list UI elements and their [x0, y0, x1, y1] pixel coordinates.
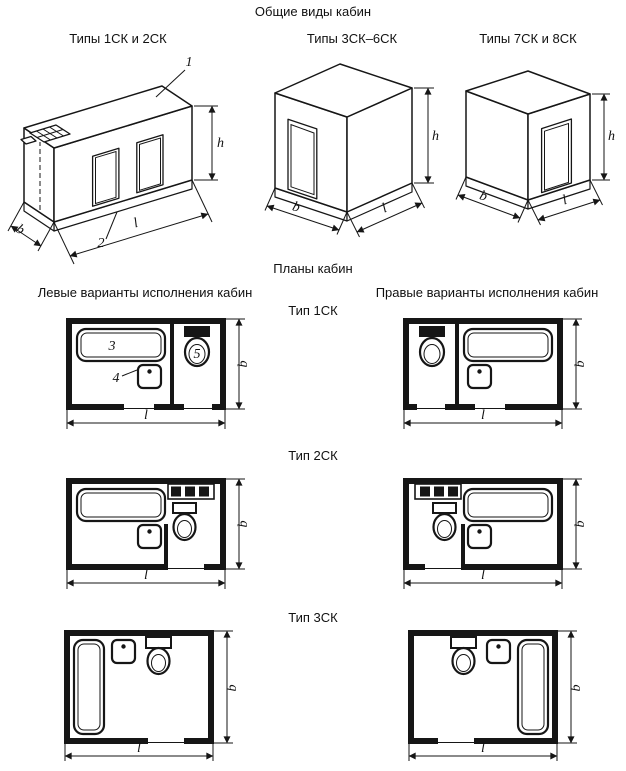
view1-title: Типы 1СК и 2СК [69, 31, 167, 46]
callout-1-leader [155, 69, 186, 98]
dim-b-label: b [236, 361, 251, 368]
callout-5: 5 [194, 347, 201, 362]
dim-b-label: b [569, 685, 584, 692]
door-opening-2 [136, 134, 164, 194]
callout-2-leader [105, 211, 118, 240]
plan-3sk-left: b l [62, 628, 240, 766]
cabin-top-face [274, 63, 413, 118]
cabin-mirrored [401, 316, 565, 412]
dim-l [346, 182, 425, 238]
door-frame [544, 122, 569, 191]
dim-l-label: l [481, 568, 485, 583]
door-frame [290, 123, 315, 196]
dim-b-label: b [236, 521, 251, 528]
dim-l-label: l [144, 568, 148, 583]
right-variants-header: Правые варианты исполнения кабин [375, 285, 599, 300]
dim-l [53, 179, 213, 265]
dim-h [414, 87, 434, 184]
door-opening [287, 118, 318, 200]
dim-l-label: l [561, 193, 569, 209]
dim-h-label: h [608, 129, 615, 144]
cabin [64, 316, 228, 412]
dim-h [194, 105, 218, 181]
dim-b-label: b [477, 188, 489, 204]
cabin [64, 476, 228, 572]
dim-b [264, 187, 348, 235]
dim-b [7, 201, 55, 252]
callout-4-leader [121, 369, 138, 377]
dim-l-label: l [481, 741, 485, 756]
dim-b-label: b [290, 199, 301, 215]
plan-3sk-right: b l [406, 628, 584, 766]
dim-l [527, 179, 603, 226]
row2-type-label: Тип 2СК [288, 448, 338, 463]
cabin-mirrored [401, 476, 565, 572]
cabin [62, 628, 216, 746]
dim-l-label: l [132, 216, 140, 232]
dim-h-label: h [432, 129, 439, 144]
dim-b [455, 176, 529, 223]
isometric-view-3sk-6sk: h b l [264, 63, 439, 238]
dim-l-label: l [481, 408, 485, 423]
door-frame-1 [95, 150, 117, 205]
dim-l-label: l [144, 408, 148, 423]
dim-b-label: b [225, 685, 240, 692]
callout-2: 2 [98, 236, 105, 251]
callout-1: 1 [186, 55, 193, 70]
dim-h [592, 93, 610, 181]
plan-2sk-right: b l [401, 476, 588, 600]
cabin-mirrored [406, 628, 560, 746]
door-opening [540, 118, 573, 194]
row3-type-label: Тип 3СК [288, 610, 338, 625]
page-title: Общие виды кабин [254, 4, 372, 19]
isometric-view-7sk-8sk: h b l [455, 70, 615, 226]
callout-3: 3 [108, 339, 116, 354]
isometric-view-1sk-2sk: 1 2 h l b [7, 55, 224, 265]
dim-b-label: b [573, 361, 588, 368]
plan-1sk-right: b l [401, 316, 588, 440]
plan-1sk-left: 3 4 5 b l [64, 316, 251, 440]
dim-b-label: b [573, 521, 588, 528]
left-variants-header: Левые варианты исполнения кабин [37, 285, 253, 300]
plans-title: Планы кабин [273, 261, 353, 276]
row1-type-label: Тип 1СК [288, 303, 338, 318]
roof-vent-panel [20, 124, 71, 145]
door-frame-2 [139, 137, 161, 191]
callout-4: 4 [113, 371, 120, 386]
dim-l-label: l [380, 201, 390, 216]
dim-l-label: l [137, 741, 141, 756]
plan-2sk-left: b l [64, 476, 251, 600]
cabin-top-face [465, 70, 591, 115]
door-opening-1 [91, 147, 120, 207]
view2-title: Типы 3СК–6СК [306, 31, 398, 46]
view3-title: Типы 7СК и 8СК [479, 31, 577, 46]
dim-h-label: h [217, 136, 224, 151]
